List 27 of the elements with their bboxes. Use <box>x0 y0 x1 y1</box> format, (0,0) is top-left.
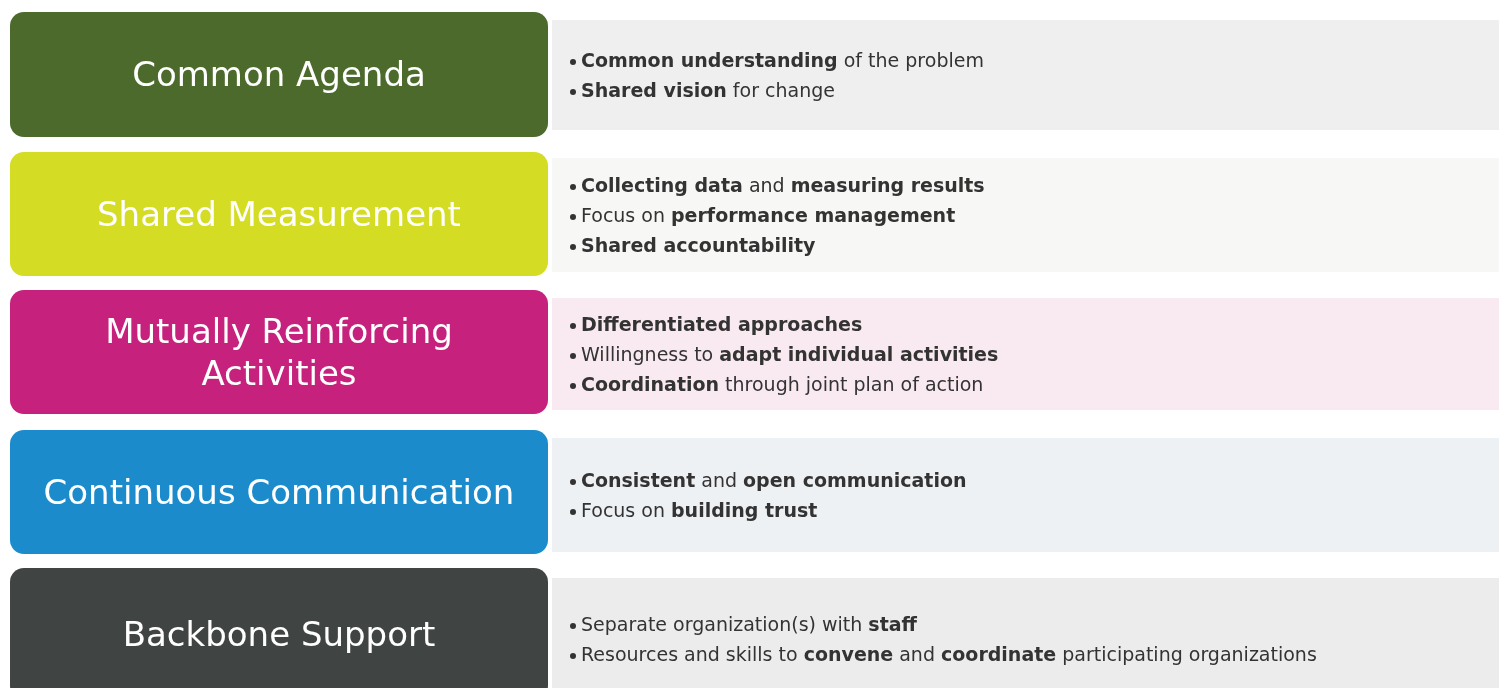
category-box <box>10 12 548 137</box>
category-heading: Common Agenda <box>132 53 426 96</box>
bullet-text: Common understanding of the problem <box>581 49 984 71</box>
bullet-text: Shared vision for change <box>581 79 835 101</box>
text-panel <box>552 578 1499 688</box>
text-panel <box>552 20 1499 130</box>
bullet-text: Focus on building trust <box>581 499 818 521</box>
bullet-text: Shared accountability <box>581 234 816 256</box>
category-heading: Shared Measurement <box>97 192 461 236</box>
bullet-text: Coordination through joint plan of action <box>581 373 984 395</box>
text-panel <box>552 158 1499 272</box>
category-heading: Backbone Support <box>122 612 436 656</box>
category-box <box>10 152 548 276</box>
text-panel <box>552 438 1499 552</box>
bullet-text: Differentiated approaches <box>581 313 863 335</box>
category-box <box>10 568 548 688</box>
bullet-text: Willingness to adapt individual activities <box>581 343 999 365</box>
category-heading: Continuous Communication <box>43 470 515 514</box>
bullet-text: Consistent and open communication <box>581 469 967 491</box>
text-panel <box>552 298 1499 410</box>
bullet-text: Collecting data and measuring results <box>581 174 985 196</box>
category-heading: Mutually Reinforcing Activities <box>104 309 454 395</box>
bullet-text: Resources and skills to convene and coordinate participating organizations <box>581 643 1317 665</box>
bullet-text: Separate organization(s) with staff <box>581 613 917 635</box>
category-box <box>10 430 548 554</box>
category-box <box>10 290 548 414</box>
bullet-text: Focus on performance management <box>581 204 956 226</box>
